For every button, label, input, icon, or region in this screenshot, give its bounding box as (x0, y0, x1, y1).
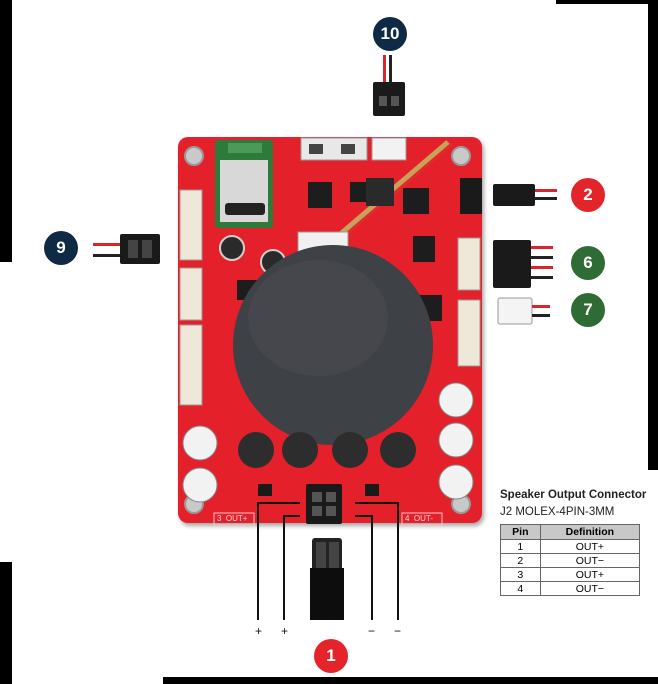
connector-6-plug (493, 240, 553, 288)
edge-artifact-bottom-left (0, 562, 12, 684)
edge-artifact-bottom (163, 677, 658, 684)
connector-7-plug (497, 297, 550, 325)
pin-number: 3 (500, 567, 541, 582)
top-connectors (300, 137, 407, 161)
callout-2-badge: 2 (571, 178, 605, 212)
inductors (238, 432, 416, 468)
silkscreen-out-left: 3 OUT+ (217, 514, 248, 523)
wireless-module (215, 140, 273, 228)
right-power-connector (460, 178, 482, 214)
capacitors-right (438, 382, 474, 500)
mounting-holes (184, 146, 471, 514)
pin-definition-table: Pin Definition 1 OUT+ 2 OUT− 3 OUT+ 4 OU… (500, 524, 641, 596)
edge-artifact-left (0, 0, 12, 262)
polarity-sign: − (394, 624, 402, 638)
pin-number: 1 (500, 539, 541, 554)
pin-definition: OUT+ (539, 539, 641, 554)
silkscreen-out-right: 4 OUT- (405, 514, 434, 523)
pin-definition: OUT− (539, 581, 641, 596)
mounting-hole (451, 146, 471, 166)
edge-artifact-right (648, 0, 658, 470)
table-header-row: Pin Definition (500, 524, 641, 540)
speaker-connector-title: Speaker Output Connector (500, 489, 647, 501)
edge-artifact-top (556, 0, 658, 4)
callout-1-badge: 1 (314, 639, 348, 673)
table-row: 2 OUT− (500, 553, 641, 568)
polarity-sign: − (368, 624, 376, 638)
pin-number: 4 (500, 581, 541, 596)
capacitors-left (182, 425, 218, 503)
table-row: 4 OUT− (500, 581, 641, 596)
speaker-plug (310, 538, 344, 620)
ics (237, 178, 442, 321)
connector-10 (373, 55, 405, 116)
speaker-connector-subtitle: J2 MOLEX-4PIN-3MM (500, 506, 615, 518)
table-row: 1 OUT+ (500, 539, 641, 554)
callout-7-badge: 7 (571, 293, 605, 327)
column-header-pin: Pin (500, 524, 541, 540)
mounting-hole (184, 146, 204, 166)
column-header-definition: Definition (539, 524, 641, 540)
callout-6-badge: 6 (571, 246, 605, 280)
connector-2-plug (493, 184, 557, 206)
connector-9-plug (93, 234, 160, 264)
pin-definition: OUT− (539, 553, 641, 568)
speaker-connector-j2 (306, 484, 342, 524)
callout-10-badge: 10 (373, 17, 407, 51)
polarity-sign: + (281, 624, 289, 638)
callout-9-badge: 9 (44, 231, 78, 265)
left-headers (179, 189, 203, 406)
table-row: 3 OUT+ (500, 567, 641, 582)
right-headers (457, 237, 481, 367)
bottom-pads (258, 484, 379, 496)
pin-definition: OUT+ (539, 567, 641, 582)
polarity-sign: + (255, 624, 263, 638)
speaker-leads (257, 502, 399, 620)
pin-number: 2 (500, 553, 541, 568)
